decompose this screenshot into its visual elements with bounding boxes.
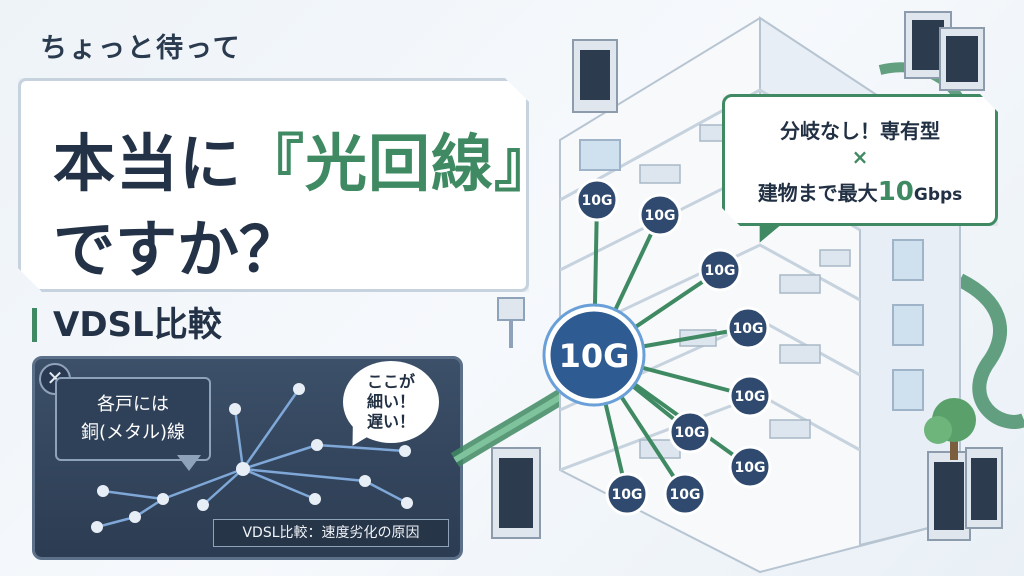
vdsl-node <box>401 497 413 509</box>
furniture <box>779 344 821 364</box>
window <box>892 304 924 346</box>
furniture <box>819 249 851 267</box>
complaint-line2: 細い！ <box>366 392 415 411</box>
complaint-line1: ここが <box>366 372 415 391</box>
unit-node: 10G <box>728 445 772 489</box>
copper-wire-label: 各戸には 銅(メタル)線 <box>55 377 211 461</box>
callout-speed-value: 10 <box>877 177 914 207</box>
vdsl-link <box>316 443 406 453</box>
unit-node: 10G <box>575 178 619 222</box>
vdsl-node <box>91 521 103 533</box>
vdsl-link <box>233 408 245 470</box>
fiber-conduit-right <box>956 273 1024 429</box>
callout-line1: 分岐なし！専有型 <box>780 119 940 143</box>
vdsl-node <box>229 403 241 415</box>
vdsl-link <box>202 468 244 506</box>
furniture <box>769 419 811 439</box>
vdsl-link <box>242 467 366 483</box>
vdsl-caption: VDSL比較：速度劣化の原因 <box>213 519 449 547</box>
unit-node-label: 10G <box>735 460 766 476</box>
server-rack-bottom-left <box>491 447 541 539</box>
vdsl-node <box>157 493 169 505</box>
callout-line2: 建物まで最大10Gbps <box>725 177 995 207</box>
vdsl-network-diagram <box>91 383 413 533</box>
furniture <box>639 164 681 184</box>
furniture <box>779 274 821 294</box>
page-title-line1: 本当に『光回線』 <box>53 113 557 203</box>
unit-nodes: 10G 10G 10G 10G 10G 10G 10G 10G 10G <box>575 178 772 516</box>
vdsl-link <box>242 467 316 501</box>
vdsl-node <box>309 493 321 505</box>
vdsl-node <box>311 439 323 451</box>
vdsl-link <box>242 443 318 471</box>
vdsl-link <box>241 388 301 470</box>
vdsl-node <box>359 475 371 487</box>
server-rack-top-left <box>572 39 618 113</box>
unit-node-label: 10G <box>705 263 736 279</box>
unit-node: 10G <box>728 374 772 418</box>
signpost <box>497 297 525 348</box>
window <box>892 239 924 281</box>
title-box: 本当に『光回線』 ですか？ <box>18 78 529 292</box>
tree-decoration <box>924 398 976 460</box>
unit-node: 10G <box>663 472 707 516</box>
vdsl-link <box>162 467 244 501</box>
copper-label-tail <box>177 455 201 471</box>
vdsl-panel: ✕ 各戸には 銅(メタル)線 ここが 細い！ 遅い！ VDSL比較：速度劣化の原… <box>32 356 463 560</box>
vdsl-node <box>293 383 305 395</box>
unit-node: 10G <box>638 193 682 237</box>
vdsl-node <box>399 445 411 457</box>
unit-node-label: 10G <box>612 487 643 503</box>
title-prefix: 本当に <box>53 127 243 200</box>
window <box>892 369 924 411</box>
complaint-line3: 遅い！ <box>366 412 415 431</box>
hub-label: 10G <box>559 337 630 375</box>
window <box>579 139 621 171</box>
copper-label-line1: 各戸には <box>97 394 169 415</box>
callout-line2-prefix: 建物まで最大 <box>757 181 878 205</box>
section-heading: VDSL比較 <box>32 308 222 342</box>
kicker-text: ちょっと待って <box>40 33 242 64</box>
floor-line <box>559 243 861 342</box>
fiber-callout: 分岐なし！専有型 × 建物まで最大10Gbps <box>722 94 998 226</box>
copper-label-line2: 銅(メタル)線 <box>80 422 186 443</box>
unit-node-label: 10G <box>675 425 706 441</box>
page-title-line2: ですか？ <box>53 213 302 286</box>
vdsl-node <box>236 462 250 476</box>
unit-node-label: 10G <box>670 487 701 503</box>
vdsl-link <box>96 515 136 529</box>
server-rack-bottom-right <box>927 447 1003 541</box>
vdsl-node <box>197 499 209 511</box>
hub-node: 10G <box>542 303 646 407</box>
unit-node: 10G <box>668 410 712 454</box>
unit-node-label: 10G <box>733 321 764 337</box>
unit-node-label: 10G <box>735 389 766 405</box>
unit-node-label: 10G <box>645 208 676 224</box>
server-rack-top-right <box>904 11 985 91</box>
unit-node-label: 10G <box>582 193 613 209</box>
unit-node: 10G <box>698 248 742 292</box>
vdsl-link <box>364 479 408 505</box>
vdsl-node <box>129 511 141 523</box>
title-highlight: 『光回線』 <box>242 127 558 200</box>
complaint-bubble: ここが 細い！ 遅い！ <box>343 361 439 443</box>
callout-speed-unit: Gbps <box>913 185 963 205</box>
callout-times: × <box>851 145 869 169</box>
vdsl-node <box>97 485 109 497</box>
unit-node: 10G <box>605 472 649 516</box>
unit-node: 10G <box>726 306 770 350</box>
vdsl-link <box>102 489 164 501</box>
